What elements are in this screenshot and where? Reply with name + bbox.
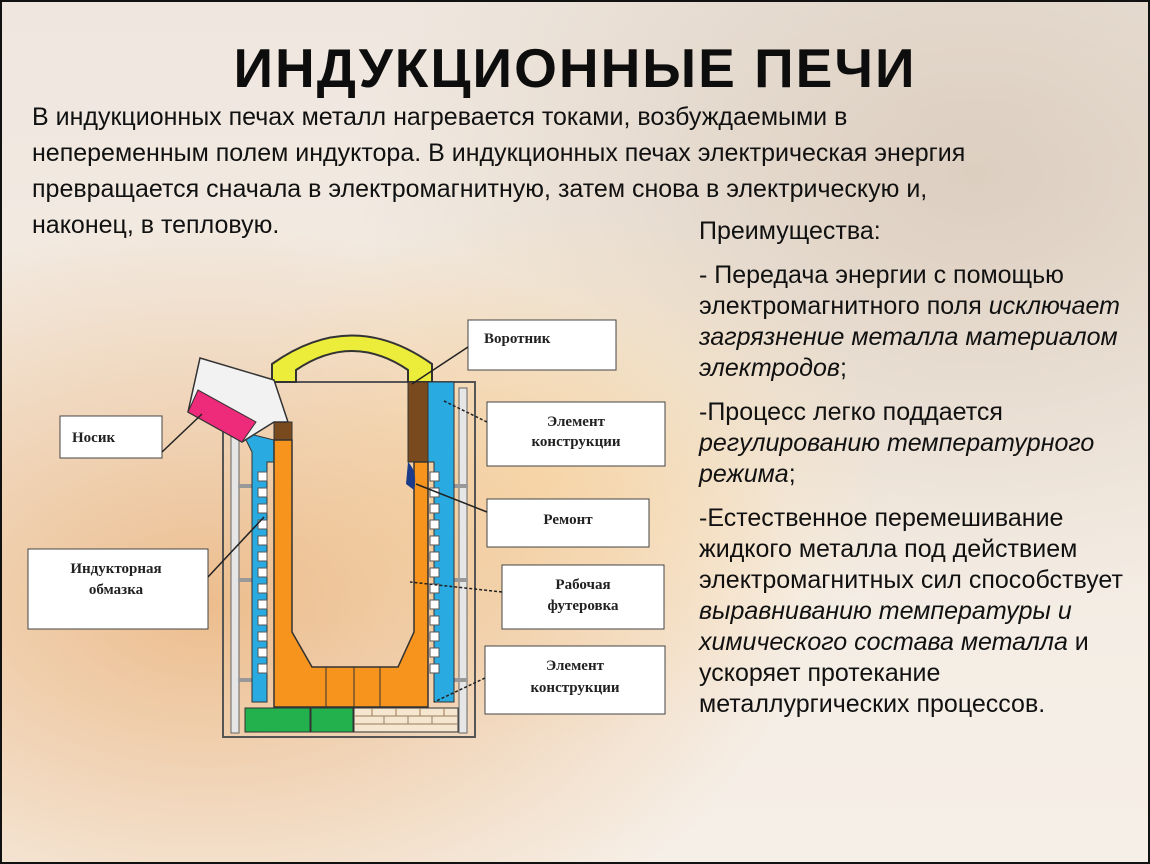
label-rabochaya-line2: футеровка <box>547 598 619 614</box>
spout <box>187 389 257 443</box>
repair-patch <box>406 462 416 490</box>
collar <box>271 334 433 383</box>
advantage-item: -Процесс легко поддается регулированию т… <box>699 397 1139 490</box>
frame-bolts <box>238 484 468 682</box>
advantage-text: ; <box>839 354 847 382</box>
label-box-rabochaya <box>501 564 665 630</box>
label-element-2-line1: Элемент <box>546 658 605 674</box>
advantage-text: - Передача энергии с помощью электромагн… <box>699 261 1064 320</box>
leader-vorotnik <box>411 346 469 385</box>
label-inductor-line1: Индукторная <box>70 561 161 577</box>
label-element-1-line1: Элемент <box>547 414 606 430</box>
leader-element-2 <box>433 677 486 703</box>
intro-line: наконец, в тепловую. <box>32 211 280 239</box>
label-vorotnik: Воротник <box>484 331 551 347</box>
furnace-frame <box>222 381 476 738</box>
leader-rabochaya <box>409 581 503 593</box>
label-inductor-line2: обмазка <box>89 582 144 598</box>
advantage-text: ; <box>788 460 796 488</box>
label-element-1-line2: конструкции <box>531 434 620 450</box>
crucible-bottom <box>291 631 415 668</box>
advantage-text: -Естественное перемешивание жидкого мета… <box>699 504 1123 594</box>
advantage-text: и ускоряет протекание металлургических п… <box>699 628 1089 718</box>
label-nosik: Носик <box>72 430 115 446</box>
label-box-nosik <box>59 415 163 459</box>
intro-line: превращается сначала в электромагнитную,… <box>32 175 928 203</box>
leader-element-1 <box>441 399 488 423</box>
inductor-coil-right <box>429 471 440 674</box>
page-title: ИНДУКЦИОННЫЕ ПЕЧИ <box>233 37 917 99</box>
advantage-emphasis: исключает загрязнение металла материалом… <box>699 292 1120 382</box>
advantage-emphasis: выравниванию температуры и химического с… <box>699 597 1072 656</box>
advantages-list: Преимущества: - Передача энергии с помощ… <box>699 216 1139 733</box>
advantage-emphasis: регулированию температурного режима <box>699 429 1095 488</box>
label-box-element-1 <box>486 401 666 467</box>
leader-inductor <box>207 516 265 578</box>
intro-line: непеременным полем индуктора. В индукцио… <box>32 139 966 167</box>
base-block-2 <box>310 707 354 733</box>
collar-brown-left <box>273 421 293 441</box>
lining-blocks <box>325 667 381 707</box>
advantage-item: -Естественное перемешивание жидкого мета… <box>699 503 1139 720</box>
base-block-1 <box>244 707 311 733</box>
advantages-heading: Преимущества: <box>699 217 881 245</box>
inductor-coil-left <box>257 471 268 674</box>
leader-remont <box>415 483 488 513</box>
label-box-remont <box>486 498 650 548</box>
leader-nosik <box>161 413 203 453</box>
label-remont: Ремонт <box>543 512 593 528</box>
intro-paragraph: В индукционных печах металл нагревается … <box>32 99 1122 243</box>
label-element-2-line2: конструкции <box>530 680 619 696</box>
intro-line: В индукционных печах металл нагревается … <box>32 103 848 131</box>
collar-brown-right <box>407 381 429 463</box>
label-box-inductor <box>27 548 209 630</box>
label-rabochaya-line1: Рабочая <box>555 577 610 593</box>
base-bricks <box>353 707 459 733</box>
advantage-item: - Передача энергии с помощью электромагн… <box>699 260 1139 384</box>
label-box-element-2 <box>484 645 666 715</box>
advantage-text: -Процесс легко поддается <box>699 398 1003 426</box>
label-box-vorotnik <box>467 319 617 371</box>
frame-post-right <box>458 387 468 734</box>
